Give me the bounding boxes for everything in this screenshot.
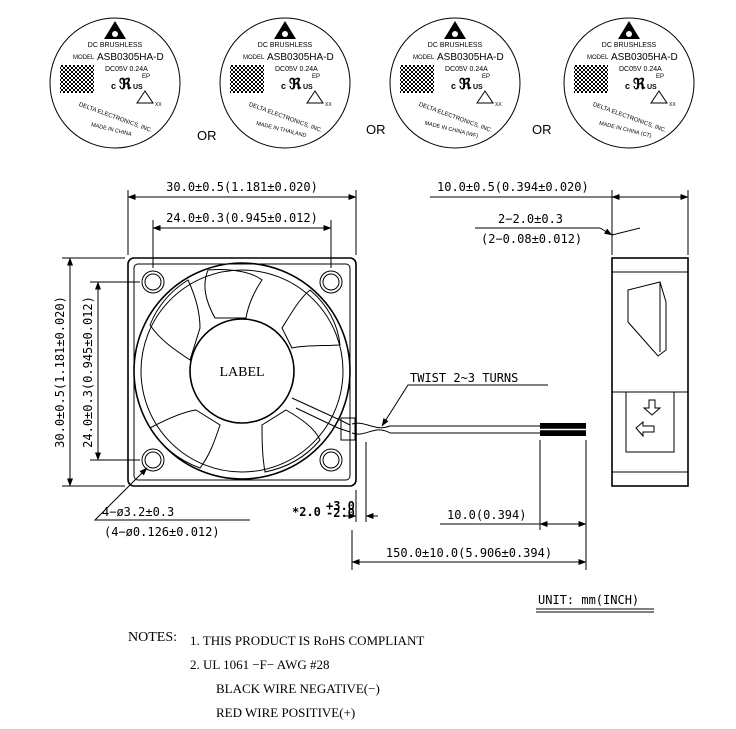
notes-heading: NOTES: bbox=[128, 630, 177, 645]
note-item: BLACK WIRE NEGATIVE(−) bbox=[216, 681, 380, 696]
label-variant-2: DC BRUSHLESS MODEL ASB0305HA-D DC05V 0.2… bbox=[219, 17, 351, 149]
dim-height-hole: 24.0±0.3(0.945±0.012) bbox=[81, 296, 95, 448]
label-ep: EP bbox=[312, 74, 320, 80]
qr-code-icon bbox=[574, 65, 608, 93]
ul-logo-icon: ℜ bbox=[633, 76, 646, 93]
fan-blade bbox=[149, 409, 221, 469]
label-model-prefix: MODEL bbox=[413, 55, 435, 61]
ul-logo-icon: ℜ bbox=[459, 76, 472, 93]
unit-text: UNIT: mm(INCH) bbox=[538, 593, 639, 607]
fan-hub bbox=[189, 318, 295, 424]
fan-blade bbox=[261, 409, 321, 473]
dim-slot-mm: 2−2.0±0.3 bbox=[498, 212, 563, 226]
dim-height-outer: 30.0±0.5(1.181±0.020) bbox=[53, 296, 67, 448]
fan-blade bbox=[204, 269, 263, 319]
label-model-prefix: MODEL bbox=[73, 55, 95, 61]
label-rating: DC05V 0.24A bbox=[275, 66, 318, 73]
note-item: 1. THIS PRODUCT IS RoHS COMPLIANT bbox=[190, 633, 424, 648]
label-model: ASB0305HA-D bbox=[97, 52, 164, 63]
fan-label-text: LABEL bbox=[219, 365, 264, 380]
label-ep: EP bbox=[482, 74, 490, 80]
dim-offset-tol-plus: +3.0 bbox=[326, 499, 355, 513]
airflow-arrow-icon bbox=[642, 399, 662, 416]
label-xx: XX bbox=[495, 102, 502, 108]
dim-hole-mm: 4−ø3.2±0.3 bbox=[102, 505, 174, 519]
mounting-hole bbox=[141, 270, 165, 294]
ul-c-mark: c bbox=[111, 81, 116, 91]
unit-note: UNIT: mm(INCH) bbox=[536, 593, 654, 613]
ul-logo-icon: ℜ bbox=[119, 76, 132, 93]
wire-exit bbox=[340, 417, 356, 441]
label-title: DC BRUSHLESS bbox=[88, 42, 143, 49]
fan-side-view bbox=[611, 257, 689, 487]
ul-us-mark: US bbox=[647, 84, 657, 91]
qr-code-icon bbox=[400, 65, 434, 93]
or-separator: OR bbox=[197, 128, 217, 143]
label-xx: XX bbox=[669, 102, 676, 108]
label-xx: XX bbox=[155, 102, 162, 108]
wire-leads: TWIST 2~3 TURNS bbox=[351, 371, 586, 436]
ul-c-mark: c bbox=[625, 81, 630, 91]
fan-blade bbox=[281, 289, 341, 349]
or-separator: OR bbox=[532, 122, 552, 137]
ul-c-mark: c bbox=[281, 81, 286, 91]
mounting-hole bbox=[319, 448, 343, 472]
mounting-hole bbox=[319, 270, 343, 294]
label-title: DC BRUSHLESS bbox=[602, 42, 657, 49]
label-title: DC BRUSHLESS bbox=[428, 42, 483, 49]
triangle-warning-icon bbox=[650, 90, 668, 104]
qr-code-icon bbox=[230, 65, 264, 93]
triangle-warning-icon bbox=[306, 90, 324, 104]
ul-us-mark: US bbox=[303, 84, 313, 91]
dim-lead: 150.0±10.0(5.906±0.394) bbox=[386, 546, 552, 560]
twist-note: TWIST 2~3 TURNS bbox=[410, 371, 518, 385]
label-variant-4: DC BRUSHLESS MODEL ASB0305HA-D DC05V 0.2… bbox=[563, 17, 695, 149]
label-variant-1: DC BRUSHLESS MODEL ASB0305HA-D DC05V 0.2… bbox=[49, 17, 181, 149]
ul-us-mark: US bbox=[473, 84, 483, 91]
label-title: DC BRUSHLESS bbox=[258, 42, 313, 49]
notes: NOTES: 1. THIS PRODUCT IS RoHS COMPLIANT… bbox=[128, 630, 424, 720]
rotation-arrow-icon bbox=[635, 420, 655, 438]
dim-width-outer: 30.0±0.5(1.181±0.020) bbox=[166, 180, 318, 194]
label-xx: XX bbox=[325, 102, 332, 108]
dim-offset: *2.0 bbox=[292, 505, 321, 519]
ul-c-mark: c bbox=[451, 81, 456, 91]
label-rating: DC05V 0.24A bbox=[619, 66, 662, 73]
fan-front-view: LABEL bbox=[127, 257, 357, 487]
triangle-warning-icon bbox=[136, 90, 154, 104]
dim-slot-in: (2−0.08±0.012) bbox=[481, 232, 582, 246]
label-ep: EP bbox=[656, 74, 664, 80]
dim-offset-tol-minus: -2.0 bbox=[326, 506, 355, 520]
label-rating: DC05V 0.24A bbox=[445, 66, 488, 73]
dim-depth: 10.0±0.5(0.394±0.020) bbox=[437, 180, 589, 194]
or-separator: OR bbox=[366, 122, 386, 137]
dim-width-hole: 24.0±0.3(0.945±0.012) bbox=[166, 211, 318, 225]
label-rating: DC05V 0.24A bbox=[105, 66, 148, 73]
note-item: 2. UL 1061 −F− AWG #28 bbox=[190, 657, 330, 672]
triangle-warning-icon bbox=[476, 90, 494, 104]
label-model: ASB0305HA-D bbox=[611, 52, 678, 63]
dim-hole-in: (4−ø0.126±0.012) bbox=[104, 525, 220, 539]
label-variant-3: DC BRUSHLESS MODEL ASB0305HA-D DC05V 0.2… bbox=[389, 17, 521, 149]
qr-code-icon bbox=[60, 65, 94, 93]
label-model: ASB0305HA-D bbox=[437, 52, 504, 63]
label-model: ASB0305HA-D bbox=[267, 52, 334, 63]
ul-logo-icon: ℜ bbox=[289, 76, 302, 93]
dim-strip: 10.0(0.394) bbox=[447, 508, 526, 522]
label-model-prefix: MODEL bbox=[587, 55, 609, 61]
ul-us-mark: US bbox=[133, 84, 143, 91]
mounting-hole bbox=[141, 448, 165, 472]
note-item: RED WIRE POSITIVE(+) bbox=[216, 705, 355, 720]
fan-blade bbox=[149, 279, 201, 361]
label-ep: EP bbox=[142, 74, 150, 80]
dimension-lines: 30.0±0.5(1.181±0.020) 24.0±0.3(0.945±0.0… bbox=[53, 180, 689, 570]
label-model-prefix: MODEL bbox=[243, 55, 265, 61]
